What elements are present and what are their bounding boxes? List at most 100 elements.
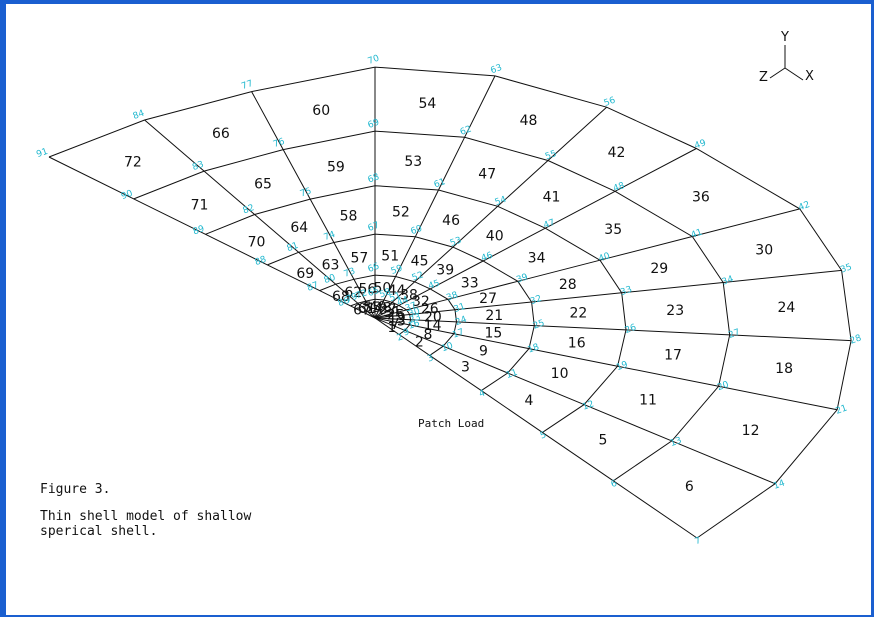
element-label: 32 xyxy=(412,294,430,310)
element-label: 60 xyxy=(312,103,330,119)
element-label: 7 xyxy=(391,317,400,333)
element-label: 72 xyxy=(124,155,142,171)
element-label: 41 xyxy=(543,190,561,206)
node-label: 10 xyxy=(440,341,454,354)
element-label: 33 xyxy=(461,276,479,292)
node-label: 84 xyxy=(132,109,146,122)
node-label: 26 xyxy=(624,323,638,336)
node-label: 60 xyxy=(410,224,424,237)
element-label: 40 xyxy=(486,229,504,245)
node-label: 24 xyxy=(454,315,468,328)
node-label: 53 xyxy=(449,236,463,249)
node-label: 41 xyxy=(690,228,704,241)
node-label: 17 xyxy=(451,327,465,340)
node-label: 75 xyxy=(299,186,313,199)
node-label: 6 xyxy=(610,479,619,490)
element-label: 49 xyxy=(369,300,387,316)
node-label: 7 xyxy=(694,536,703,547)
node-label: 12 xyxy=(581,399,595,412)
node-label: 2 xyxy=(396,332,405,343)
element-label: 9 xyxy=(479,343,488,359)
node-label: 79 xyxy=(345,292,359,305)
node-label: 61 xyxy=(433,177,447,190)
figure-caption-line-1: Thin shell model of shallow xyxy=(40,509,251,524)
element-label: 25 xyxy=(387,307,405,323)
mesh-lines xyxy=(48,66,852,539)
element-label: 4 xyxy=(524,393,533,409)
element-label: 24 xyxy=(777,300,795,316)
element-label: 44 xyxy=(388,283,406,299)
mesh-ring-line-4 xyxy=(205,185,627,433)
element-label: 20 xyxy=(424,310,442,326)
node-label: 38 xyxy=(445,290,459,303)
node-label: 11 xyxy=(505,368,519,381)
node-label: 49 xyxy=(693,138,707,151)
node-label: 21 xyxy=(835,404,849,417)
element-label: 27 xyxy=(479,291,497,307)
node-label: 23 xyxy=(408,313,422,326)
element-label: 50 xyxy=(373,281,391,297)
node-label: 40 xyxy=(597,251,611,264)
node-label: 86 xyxy=(337,296,351,309)
element-label: 26 xyxy=(421,301,439,317)
element-label: 42 xyxy=(608,145,626,161)
element-label: 16 xyxy=(568,336,586,352)
node-label: 34 xyxy=(721,274,735,287)
mesh-ring-line-1 xyxy=(350,298,412,335)
element-label: 1 xyxy=(387,320,396,336)
node-label: 3 xyxy=(426,353,435,364)
element-label: 38 xyxy=(400,288,418,304)
element-label: 46 xyxy=(442,213,460,229)
element-label: 57 xyxy=(350,251,368,267)
node-label: 47 xyxy=(542,218,556,231)
element-label: 30 xyxy=(755,243,773,259)
node-label: 66 xyxy=(367,262,381,275)
node-label: 91 xyxy=(35,147,49,160)
node-label: 4 xyxy=(478,388,487,399)
node-label: 59 xyxy=(390,264,404,277)
element-label: 12 xyxy=(742,423,760,439)
node-label: 33 xyxy=(619,285,633,298)
element-label: 56 xyxy=(358,282,376,298)
element-label: 71 xyxy=(191,198,209,214)
element-label: 6 xyxy=(685,479,694,495)
node-label: 32 xyxy=(529,294,543,307)
element-label: 62 xyxy=(344,285,362,301)
node-label: 89 xyxy=(192,224,206,237)
element-label: 11 xyxy=(639,393,657,409)
mesh-ring-line-2 xyxy=(319,274,458,356)
triad-x-label: X xyxy=(805,69,814,84)
figure-title: Figure 3. xyxy=(40,482,110,497)
node-label: 35 xyxy=(839,262,853,275)
node-label: 19 xyxy=(615,360,629,373)
node-label: 68 xyxy=(367,172,381,185)
mesh-radial-line-3 xyxy=(374,317,852,342)
node-label: 80 xyxy=(323,273,337,286)
element-label: 13 xyxy=(388,314,406,330)
node-label: 51 xyxy=(388,291,402,304)
mesh-ring-line-5 xyxy=(133,130,731,482)
element-label: 58 xyxy=(340,208,358,224)
element-label: 8 xyxy=(423,327,432,343)
element-label: 69 xyxy=(296,266,314,282)
element-label: 17 xyxy=(664,347,682,363)
node-label: 90 xyxy=(120,189,134,202)
node-label: 46 xyxy=(480,251,494,264)
element-label: 29 xyxy=(650,261,668,277)
node-label: 52 xyxy=(411,270,425,283)
element-label: 19 xyxy=(388,310,406,326)
node-label: 30 xyxy=(407,306,421,319)
element-label: 28 xyxy=(559,277,577,293)
node-label: 81 xyxy=(286,241,300,254)
node-label: 18 xyxy=(527,342,541,355)
node-label: 54 xyxy=(494,195,508,208)
element-label: 10 xyxy=(551,366,569,382)
coordinate-triad: Y X Z xyxy=(759,30,814,85)
element-label: 59 xyxy=(327,159,345,175)
node-label: 45 xyxy=(427,279,441,292)
element-label: 34 xyxy=(528,251,546,267)
node-label: 42 xyxy=(797,200,811,213)
node-label: 77 xyxy=(240,79,254,92)
mesh-ring-line-3 xyxy=(267,233,535,392)
